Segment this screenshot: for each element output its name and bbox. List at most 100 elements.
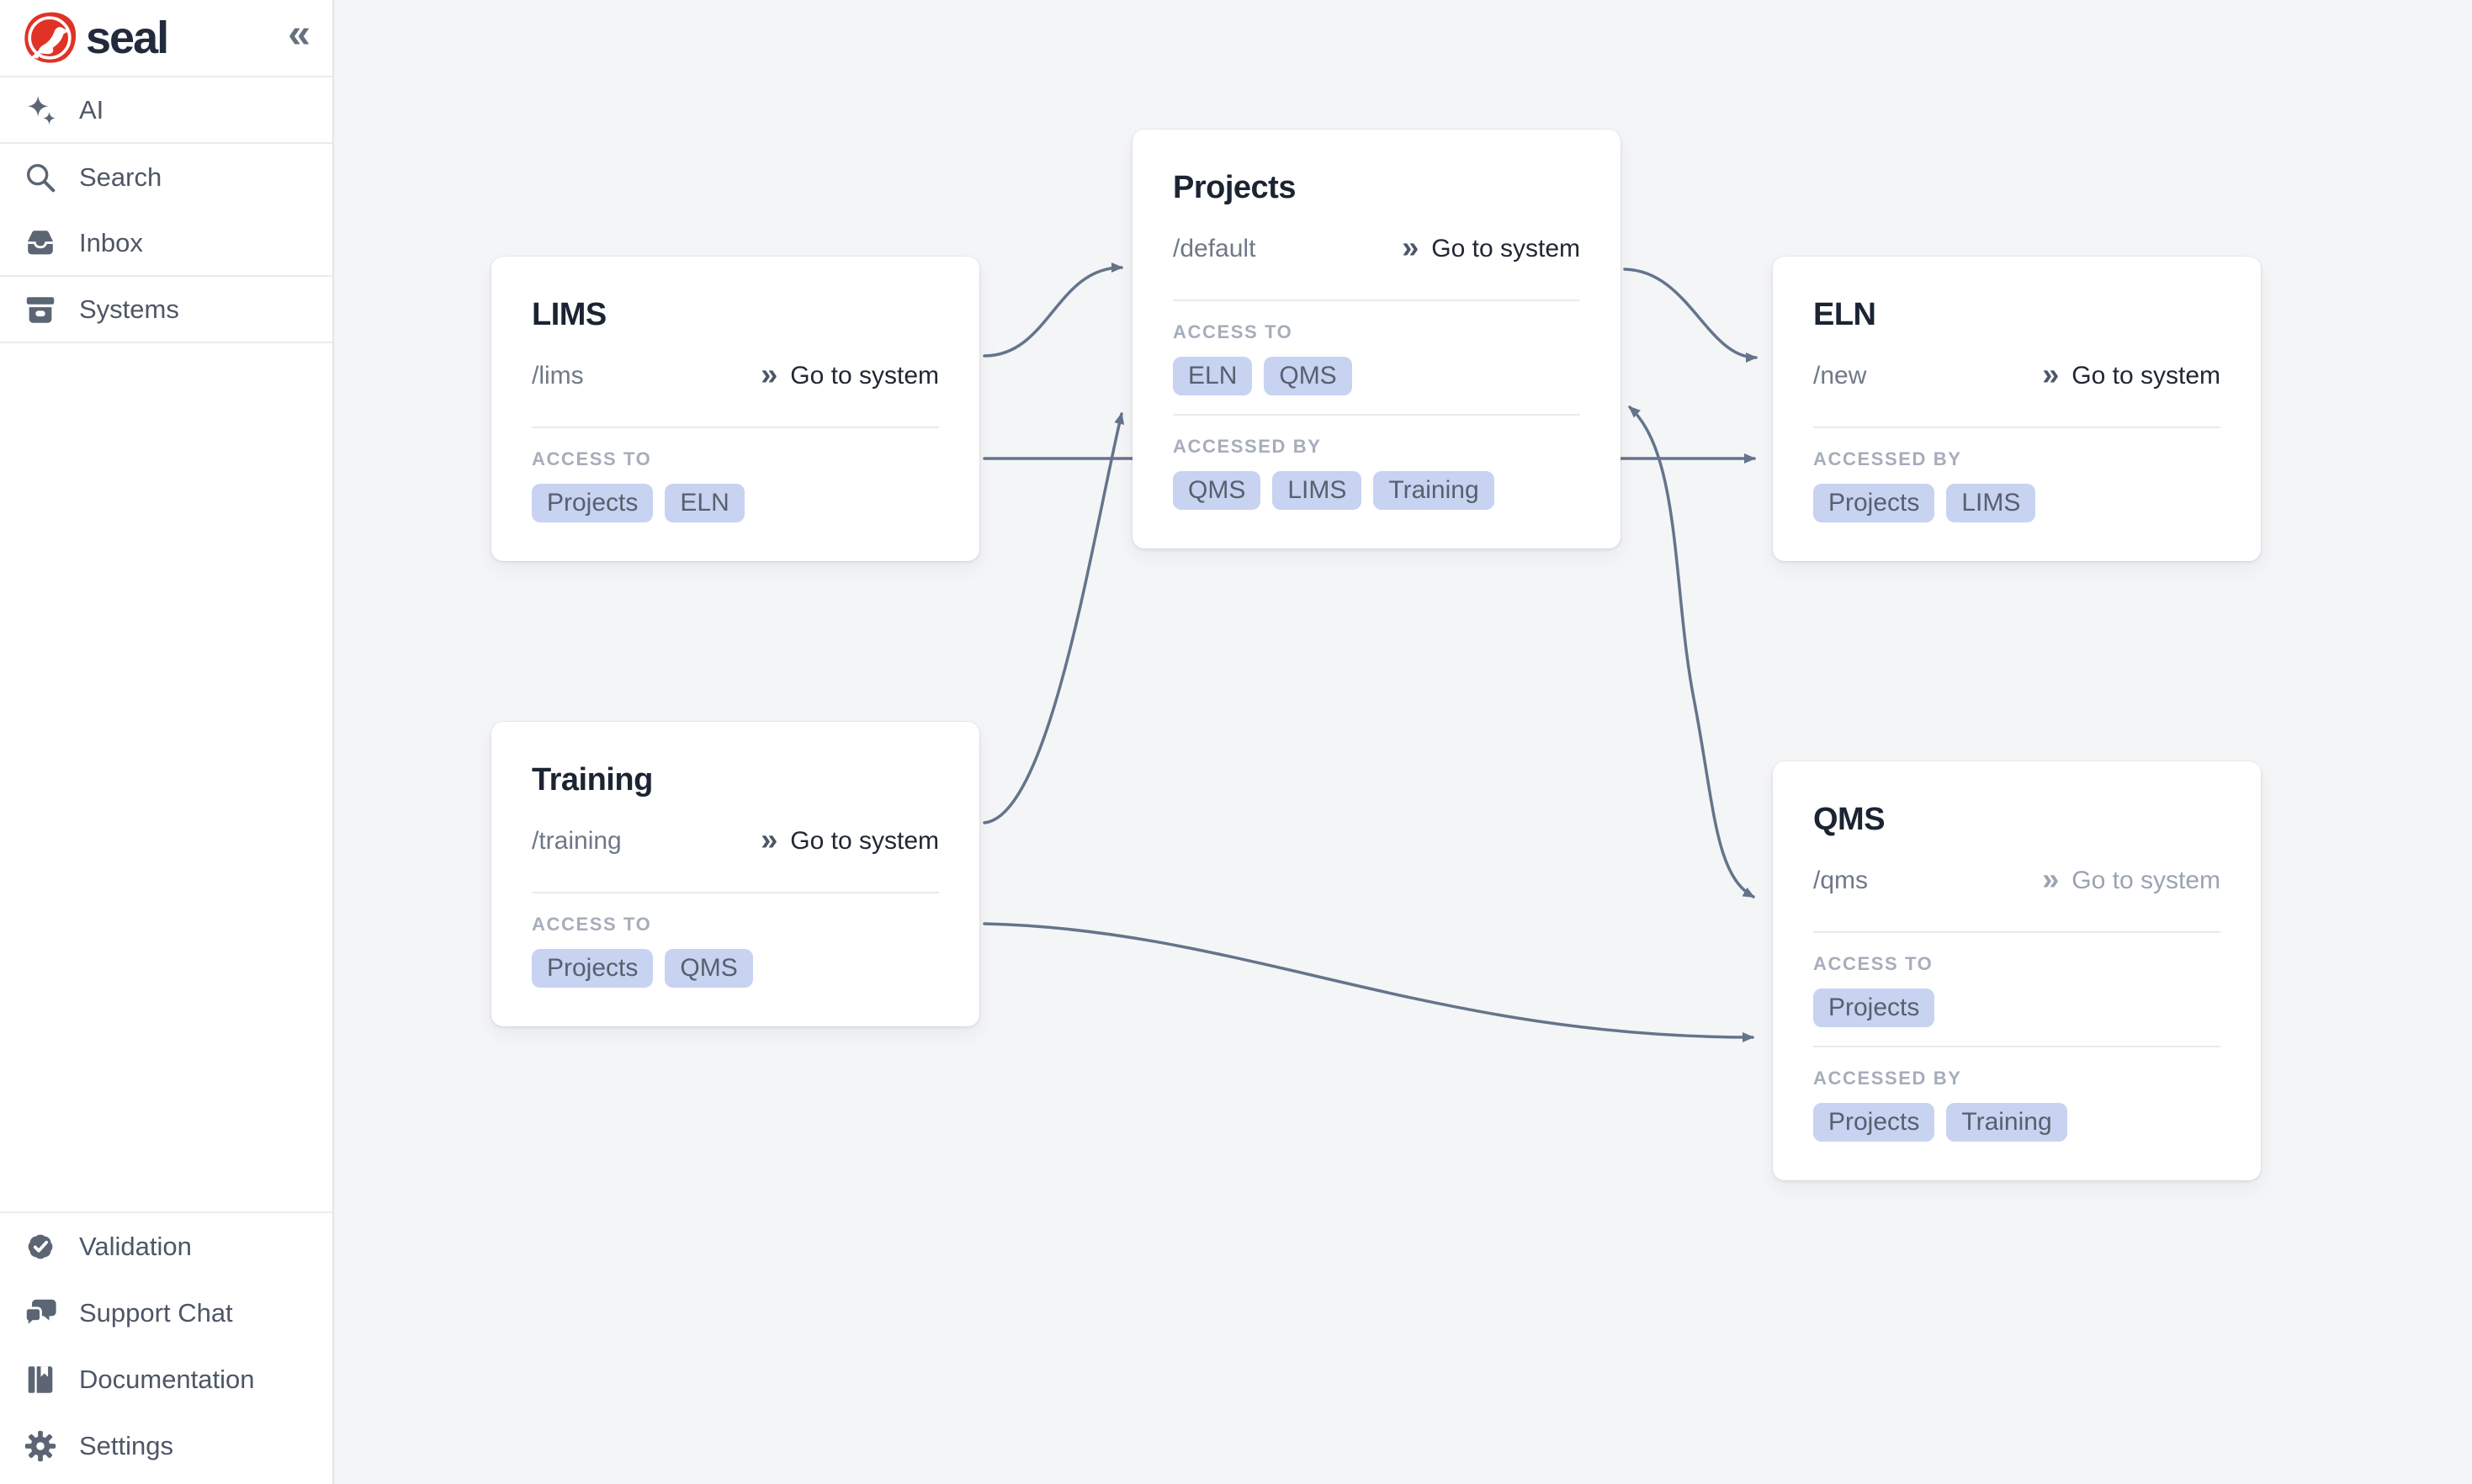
system-card-lims[interactable]: LIMS /lims » Go to system ACCESS TO Proj… (491, 257, 979, 561)
access-to-tags: Projects ELN (532, 484, 939, 522)
book-icon (22, 1361, 59, 1398)
go-to-system-link[interactable]: » Go to system (761, 824, 939, 858)
seal-logo-icon (22, 10, 77, 66)
access-to-tags: Projects (1813, 988, 2220, 1027)
app-logo-text: seal (86, 13, 169, 63)
system-tag: ELN (665, 484, 745, 522)
card-divider (532, 892, 939, 893)
systems-graph-canvas[interactable]: LIMS /lims » Go to system ACCESS TO Proj… (334, 0, 2472, 1484)
card-path-row: /lims » Go to system (532, 359, 939, 393)
system-card-eln[interactable]: ELN /new » Go to system ACCESSED BY Proj… (1773, 257, 2261, 561)
sidebar-bottom-group: Validation Support Chat (0, 1211, 332, 1484)
sidebar-item-label: Support Chat (79, 1297, 233, 1328)
accessed-by-tags: Projects Training (1813, 1103, 2220, 1142)
edge-lims-to-projects (983, 262, 1123, 358)
system-card-training[interactable]: Training /training » Go to system ACCESS… (491, 722, 979, 1026)
go-to-system-label: Go to system (790, 362, 939, 390)
double-chevron-icon: » (1402, 230, 1419, 264)
chat-bubbles-icon (22, 1295, 59, 1332)
double-chevron-icon: » (2042, 861, 2060, 896)
badge-check-icon (22, 1228, 59, 1265)
access-to-label: ACCESS TO (532, 448, 652, 469)
system-tag: Projects (1813, 1103, 1935, 1142)
card-divider (1813, 931, 2220, 933)
system-tag: Projects (1813, 988, 1935, 1027)
sidebar-item-label: Systems (79, 294, 179, 324)
sidebar-header: seal « (0, 0, 332, 77)
system-card-qms[interactable]: QMS /qms » Go to system ACCESS TO Projec… (1773, 761, 2261, 1180)
archive-box-icon (22, 291, 59, 328)
card-title: Projects (1173, 170, 1296, 205)
sidebar-spacer (0, 343, 332, 1211)
sidebar-item-label: Validation (79, 1231, 192, 1261)
gear-icon (22, 1428, 59, 1465)
system-tag: Training (1373, 471, 1494, 510)
system-path: /default (1173, 235, 1256, 262)
go-to-system-label: Go to system (1431, 235, 1580, 262)
card-divider (1173, 414, 1580, 416)
accessed-by-label: ACCESSED BY (1173, 436, 1322, 457)
sidebar: seal « AI Search (0, 0, 334, 1484)
system-tag: QMS (665, 949, 753, 988)
double-chevron-icon: » (761, 822, 778, 856)
system-tag: Projects (532, 484, 654, 522)
card-path-row: /new » Go to system (1813, 359, 2220, 393)
card-divider (1813, 1046, 2220, 1047)
edge-projects-qms-bidirectional (1628, 405, 1755, 898)
card-title: QMS (1813, 802, 1886, 837)
sidebar-item-documentation[interactable]: Documentation (0, 1346, 332, 1412)
system-path: /qms (1813, 867, 1869, 894)
system-tag: QMS (1173, 471, 1261, 510)
sidebar-item-label: Documentation (79, 1364, 255, 1394)
go-to-system-link[interactable]: » Go to system (761, 359, 939, 393)
access-to-tags: Projects QMS (532, 949, 939, 988)
search-icon (22, 159, 59, 196)
system-path: /new (1813, 362, 1867, 390)
double-chevron-icon: » (761, 357, 778, 391)
sidebar-item-ai[interactable]: AI (0, 77, 332, 144)
access-to-label: ACCESS TO (532, 914, 652, 935)
edge-training-to-projects (983, 412, 1125, 824)
go-to-system-link[interactable]: » Go to system (1402, 232, 1580, 266)
accessed-by-tags: QMS LIMS Training (1173, 471, 1580, 510)
system-tag: Projects (532, 949, 654, 988)
system-tag: LIMS (1272, 471, 1362, 510)
sidebar-item-label: Search (79, 162, 162, 192)
sidebar-item-inbox[interactable]: Inbox (0, 210, 332, 277)
card-title: LIMS (532, 297, 607, 332)
sidebar-item-label: Inbox (79, 227, 143, 257)
collapse-sidebar-button[interactable]: « (288, 12, 310, 56)
go-to-system-label: Go to system (2071, 362, 2220, 390)
card-title: ELN (1813, 297, 1876, 332)
card-title: Training (532, 762, 653, 798)
access-to-tags: ELN QMS (1173, 357, 1580, 395)
card-divider (1173, 299, 1580, 301)
system-card-projects[interactable]: Projects /default » Go to system ACCESS … (1133, 130, 1621, 549)
sidebar-item-settings[interactable]: Settings (0, 1412, 332, 1479)
accessed-by-label: ACCESSED BY (1813, 1068, 1962, 1089)
go-to-system-link[interactable]: » Go to system (2042, 864, 2220, 898)
go-to-system-link[interactable]: » Go to system (2042, 359, 2220, 393)
card-divider (532, 427, 939, 428)
access-to-label: ACCESS TO (1813, 953, 1934, 974)
card-path-row: /qms » Go to system (1813, 864, 2220, 898)
system-path: /lims (532, 362, 584, 390)
system-tag: ELN (1173, 357, 1253, 395)
edge-projects-to-eln (1623, 268, 1758, 363)
go-to-system-label: Go to system (790, 827, 939, 855)
accessed-by-tags: Projects LIMS (1813, 484, 2220, 522)
sidebar-item-support-chat[interactable]: Support Chat (0, 1280, 332, 1346)
system-tag: Training (1946, 1103, 2067, 1142)
system-path: /training (532, 827, 622, 855)
sidebar-item-search[interactable]: Search (0, 144, 332, 210)
edge-training-to-qms (983, 922, 1754, 1042)
sidebar-item-label: Settings (79, 1430, 174, 1460)
sparkles-icon (22, 92, 59, 129)
sidebar-item-label: AI (79, 94, 104, 125)
sidebar-item-systems[interactable]: Systems (0, 277, 332, 343)
system-tag: QMS (1264, 357, 1352, 395)
system-tag: Projects (1813, 484, 1935, 522)
double-chevron-icon: » (2042, 357, 2060, 391)
sidebar-item-validation[interactable]: Validation (0, 1213, 332, 1280)
